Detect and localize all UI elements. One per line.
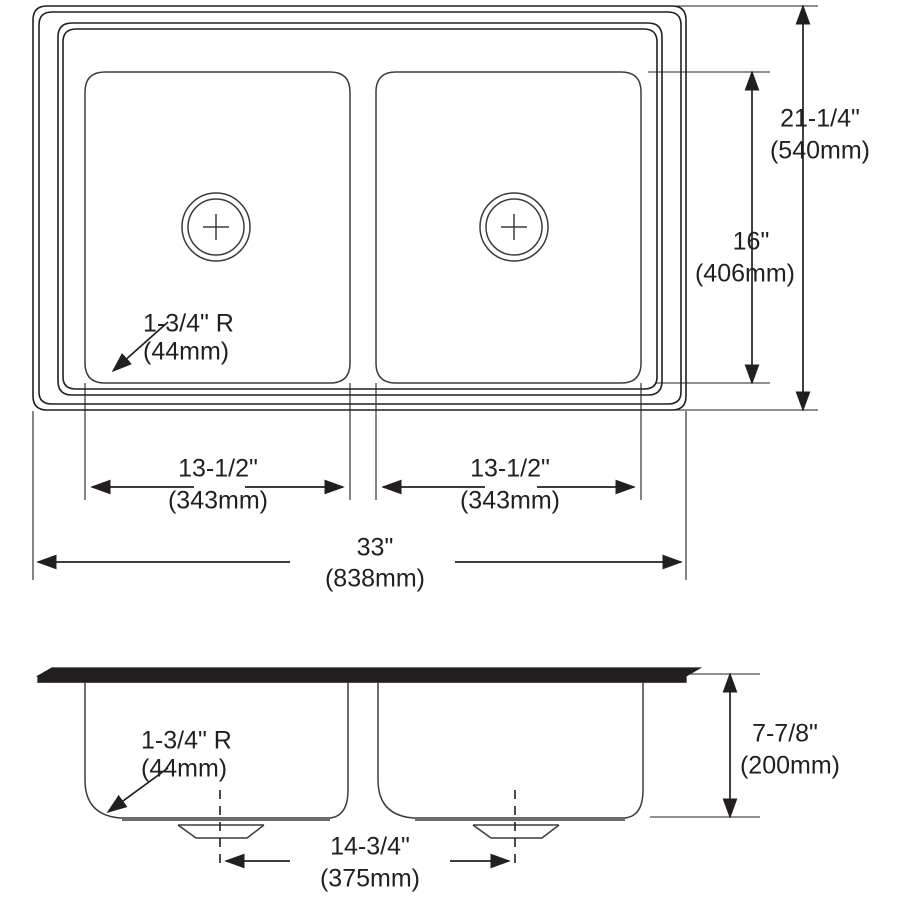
horizontal-dimensions-group: 13-1/2" (343mm) 13-1/2" (343mm) 33" (838…	[32, 383, 687, 593]
right-drain-outer-ring	[479, 192, 549, 262]
right-drain-crosshair-icon	[501, 214, 527, 240]
side-left-drain-fitting	[177, 824, 265, 839]
corner-radius-leader-top	[111, 321, 169, 373]
top-view-group: 1-3/4" R (44mm)	[32, 5, 687, 411]
left-bowl-outline	[84, 71, 351, 384]
drain-spacing-metric-label: (375mm)	[320, 865, 420, 893]
side-view-group: 1-3/4" R (44mm) 7-7/8" (200mm) 14-3/4" (…	[35, 667, 840, 893]
overall-height-imperial-label: 21-1/4"	[780, 105, 860, 133]
left-drain-outer-ring	[181, 192, 251, 262]
sink-deck-step-inner	[62, 28, 658, 390]
overall-height-metric-label: (540mm)	[770, 137, 870, 165]
right-bowl-outline	[375, 71, 642, 384]
corner-radius-top-metric-label: (44mm)	[143, 338, 229, 366]
side-deck-slab-edge	[37, 675, 687, 683]
side-right-bowl-profile	[377, 682, 644, 819]
corner-radius-leader-side	[106, 767, 169, 814]
overall-width-imperial-label: 33"	[357, 534, 394, 562]
corner-radius-top-imperial-label: 1-3/4" R	[143, 310, 234, 338]
sink-outer-rim-inner-edge	[38, 11, 682, 405]
bowl-depth-metric-label: (200mm)	[740, 752, 840, 780]
side-right-drain-fitting	[472, 824, 560, 839]
left-bowl-width-imperial-label: 13-1/2"	[178, 455, 258, 483]
left-bowl-width-metric-label: (343mm)	[168, 487, 268, 515]
left-drain-crosshair-icon	[203, 214, 229, 240]
right-bowl-width-imperial-label: 13-1/2"	[470, 455, 550, 483]
bowl-height-imperial-label: 16"	[733, 228, 770, 256]
right-drain-inner-ring	[485, 198, 543, 256]
right-drain	[479, 192, 549, 262]
vertical-dimensions-group: 21-1/4" (540mm) 16" (406mm)	[640, 4, 870, 412]
sink-deck-step	[57, 22, 663, 396]
drain-spacing-imperial-label: 14-3/4"	[330, 833, 410, 861]
bowl-depth-imperial-label: 7-7/8"	[752, 720, 818, 748]
overall-width-metric-label: (838mm)	[325, 565, 425, 593]
bowl-height-metric-label: (406mm)	[695, 260, 795, 288]
side-deck-slab-top	[35, 667, 703, 677]
corner-radius-side-metric-label: (44mm)	[141, 755, 227, 783]
side-left-bowl-profile	[84, 682, 349, 819]
sink-outer-rim	[32, 5, 687, 411]
left-drain-inner-ring	[187, 198, 245, 256]
corner-radius-side-imperial-label: 1-3/4" R	[141, 727, 232, 755]
right-bowl-width-metric-label: (343mm)	[460, 487, 560, 515]
left-drain	[181, 192, 251, 262]
